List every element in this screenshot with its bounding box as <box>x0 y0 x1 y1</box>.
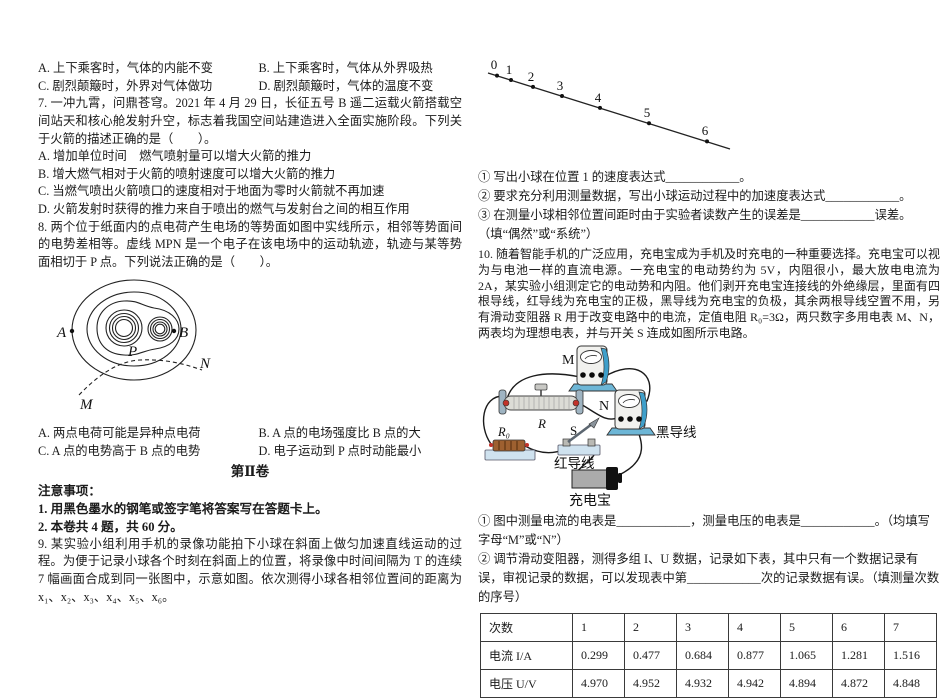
q6-option-d: D. 剧烈颠簸时，气体的温度不变 <box>258 78 434 93</box>
notice-line-1: 1. 用黑色墨水的钢笔或签字笔将答案写在答题卡上。 <box>38 501 328 516</box>
position-label-2: 2 <box>528 69 535 84</box>
electron-trajectory-dashed <box>78 359 203 396</box>
voltage-2: 4.952 <box>624 668 677 698</box>
label-n: N <box>199 356 211 372</box>
label-m: M <box>79 397 94 413</box>
q8-option-a: A. 两点电荷可能是异种点电荷 <box>38 426 201 441</box>
q7-option-b: B. 增大燃气相对于火箭的喷射速度可以增大火箭的推力 <box>38 166 336 181</box>
q6-options-row-2: C. 剧烈颠簸时，外界对气体做功 D. 剧烈颠簸时，气体的温度不变 <box>38 78 462 96</box>
table-row-trial: 次数 1 2 3 4 5 6 7 <box>480 612 937 642</box>
point-b-dot <box>171 329 177 334</box>
current-2: 0.477 <box>624 640 677 670</box>
current-6: 1.281 <box>832 640 885 670</box>
rheostat-label: R <box>537 416 546 431</box>
q7-option-a: A. 增加单位时间 燃气喷射量可以增大火箭的推力 <box>38 149 312 164</box>
multimeter-m <box>568 345 618 392</box>
trial-2: 2 <box>624 612 677 642</box>
voltage-4: 4.942 <box>728 668 781 698</box>
position-label-5: 5 <box>644 105 651 120</box>
left-charge-contours <box>105 309 143 347</box>
q8-options-row-1: A. 两点电荷可能是异种点电荷 B. A 点的电场强度比 B 点的大 <box>38 425 462 443</box>
table-row-voltage: 电压 U/V 4.970 4.952 4.932 4.942 4.894 4.8… <box>480 668 937 698</box>
q6-option-a: A. 上下乘客时，气体的内能不变 <box>38 61 213 75</box>
trial-3: 3 <box>676 612 729 642</box>
q10-stem: 10. 随着智能手机的广泛应用，充电宝成为手机及时充电的一种重要选择。充电宝可以… <box>478 247 941 340</box>
q9-part-1: ① 写出小球在位置 1 的速度表达式____________。 <box>478 170 752 184</box>
q8-option-d: D. 电子运动到 P 点时动能最小 <box>258 444 422 459</box>
q8-options-row-2: C. A 点的电势高于 B 点的电势 D. 电子运动到 P 点时动能最小 <box>38 443 462 461</box>
voltage-1: 4.970 <box>572 668 625 698</box>
switch <box>557 416 601 456</box>
trial-4: 4 <box>728 612 781 642</box>
q10-part-2: ② 调节滑动变阻器，测得多组 I、U 数据，记录如下表，其中只有一个数据记录有误… <box>478 551 940 604</box>
voltage-5: 4.894 <box>780 668 833 698</box>
q7-option-d: D. 火箭发射时获得的推力来自于喷出的燃气与发射台之间的相互作用 <box>38 201 410 216</box>
q10-part-1: ① 图中测量电流的电表是____________，测量电压的电表是_______… <box>478 513 930 547</box>
equipotential-diagram: A B P M N <box>56 279 211 413</box>
q6-option-b: B. 上下乘客时，气体从外界吸热 <box>258 61 433 75</box>
position-label-6: 6 <box>702 123 709 138</box>
voltage-7: 4.848 <box>884 668 937 698</box>
voltage-6: 4.872 <box>832 668 885 698</box>
current-5: 1.065 <box>780 640 833 670</box>
trial-1: 1 <box>572 612 625 642</box>
fixed-resistor <box>484 439 536 461</box>
table-header-trial: 次数 <box>480 612 573 642</box>
label-a: A <box>56 325 67 341</box>
position-label-0: 0 <box>491 57 498 72</box>
q7-option-c: C. 当燃气喷出火箭喷口的速度相对于地面为零时火箭就不再加速 <box>38 184 385 199</box>
table-row-current: 电流 I/A 0.299 0.477 0.684 0.877 1.065 1.2… <box>480 640 937 670</box>
position-label-1: 1 <box>506 62 513 77</box>
label-b: B <box>179 325 188 341</box>
incline-diagram: 0 1 2 3 4 5 6 <box>487 57 731 150</box>
incline-line <box>487 72 731 150</box>
left-column: A. 上下乘客时，气体的内能不变 B. 上下乘客时，气体从外界吸热 C. 剧烈颠… <box>38 60 462 606</box>
rheostat <box>498 383 584 415</box>
switch-label: S <box>570 423 577 438</box>
red-wire-label: 红导线 <box>554 456 595 471</box>
current-4: 0.877 <box>728 640 781 670</box>
section-2-title: 第Ⅱ卷 <box>230 463 270 479</box>
trial-7: 7 <box>884 612 937 642</box>
current-7: 1.516 <box>884 640 937 670</box>
table-header-current: 电流 I/A <box>480 640 573 670</box>
measurement-table: 次数 1 2 3 4 5 6 7 电流 I/A 0.299 0.477 0.68… <box>480 612 937 698</box>
voltage-3: 4.932 <box>676 668 729 698</box>
q9-part-2: ② 要求充分利用测量数据，写出小球运动过程中的加速度表达式___________… <box>478 189 912 203</box>
circuit-diagram: M N R <box>482 345 697 509</box>
notice-line-2: 2. 本卷共 4 题，共 60 分。 <box>38 519 183 534</box>
q8-option-c: C. A 点的电势高于 B 点的电势 <box>38 444 201 459</box>
q9-part-3: ③ 在测量小球相邻位置间距时由于实验者读数产生的误差是____________误… <box>478 208 912 241</box>
current-3: 0.684 <box>676 640 729 670</box>
power-bank <box>571 466 622 490</box>
q6-options-row-1: A. 上下乘客时，气体的内能不变 B. 上下乘客时，气体从外界吸热 <box>38 60 462 78</box>
equipotential-contours <box>71 279 197 381</box>
trial-5: 5 <box>780 612 833 642</box>
position-label-3: 3 <box>557 78 564 93</box>
table-header-voltage: 电压 U/V <box>480 668 573 698</box>
ball-position-dots <box>495 73 709 144</box>
point-a-dot <box>69 329 75 334</box>
q8-stem: 8. 两个位于纸面内的点电荷产生电场的等势面如图中实线所示，相邻等势面间的电势差… <box>38 219 462 269</box>
black-wire-label: 黑导线 <box>656 425 697 440</box>
trial-6: 6 <box>832 612 885 642</box>
q9-stem: 9. 某实验小组利用手机的录像功能拍下小球在斜面上做匀加速直线运动的过程。为便于… <box>38 536 462 604</box>
meter-m-label: M <box>562 353 575 368</box>
position-label-4: 4 <box>595 90 602 105</box>
notice-title: 注意事项： <box>38 483 101 498</box>
right-charge-contours <box>147 316 173 342</box>
q6-option-c: C. 剧烈颠簸时，外界对气体做功 <box>38 78 213 93</box>
meter-n-label: N <box>599 399 609 414</box>
label-p: P <box>127 344 137 360</box>
q8-option-b: B. A 点的电场强度比 B 点的大 <box>258 426 421 441</box>
q7-stem: 7. 一冲九霄，问鼎苍穹。2021 年 4 月 29 日，长征五号 B 遥二运载… <box>38 96 462 146</box>
right-column: 0 1 2 3 4 5 6 ① 写出小球在位置 1 的速度表达式________… <box>478 56 940 698</box>
fixed-resistor-label: R₀ <box>497 425 510 439</box>
power-bank-label: 充电宝 <box>569 493 611 509</box>
current-1: 0.299 <box>572 640 625 670</box>
